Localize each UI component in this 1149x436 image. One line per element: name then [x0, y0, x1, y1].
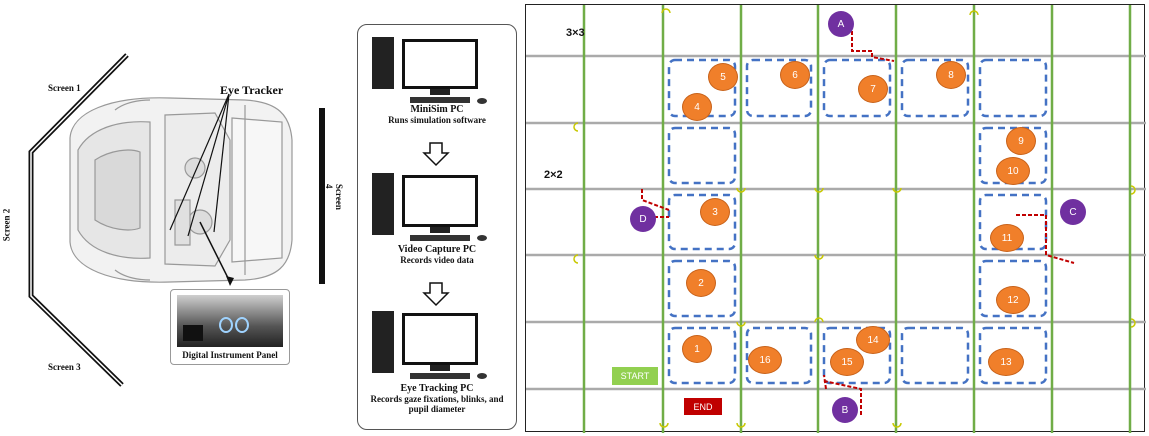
pc-3-title: Eye Tracking PC — [400, 383, 474, 394]
pc-drawings — [372, 37, 487, 379]
pc-1-caption: MiniSim PC Runs simulation software — [358, 104, 516, 126]
node-1[interactable]: 1 — [682, 335, 712, 363]
simulator-drawing — [28, 53, 325, 387]
node-14[interactable]: 14 — [856, 326, 890, 354]
computer-icon — [372, 173, 487, 241]
node-11[interactable]: 11 — [990, 224, 1024, 252]
point-a[interactable]: A — [828, 11, 854, 37]
node-8[interactable]: 8 — [936, 61, 966, 89]
down-arrow-icon — [422, 142, 450, 167]
point-b[interactable]: B — [832, 397, 858, 423]
instrument-panel-box: Digital Instrument Panel — [170, 289, 290, 365]
point-d[interactable]: D — [630, 206, 656, 232]
end-label: END — [684, 398, 722, 415]
node-6[interactable]: 6 — [780, 61, 810, 89]
pc-1-title: MiniSim PC — [410, 104, 464, 115]
down-arrow-icon — [422, 282, 450, 307]
pc-3-caption: Eye Tracking PC Records gaze fixations, … — [358, 383, 516, 415]
simulator-layout-panel: Screen 1 Screen 2 Screen 3 Screen 4 Eye … — [0, 0, 350, 436]
eye-tracker-label: Eye Tracker — [220, 83, 284, 97]
node-10[interactable]: 10 — [996, 157, 1030, 185]
node-3[interactable]: 3 — [700, 198, 730, 226]
u-turn-markers — [573, 8, 1136, 428]
node-15[interactable]: 15 — [830, 348, 864, 376]
computer-icon — [372, 311, 487, 379]
instrument-panel-label: Digital Instrument Panel — [182, 350, 278, 360]
route-map-panel: 3×3 2×2 5 4 6 7 8 9 10 3 11 2 12 14 1 16… — [525, 4, 1146, 433]
grid-2x2-label: 2×2 — [544, 169, 563, 181]
node-12[interactable]: 12 — [996, 286, 1030, 314]
screen-1-label: Screen 1 — [48, 83, 81, 93]
point-c[interactable]: C — [1060, 199, 1086, 225]
pc-2-caption: Video Capture PC Records video data — [358, 244, 516, 266]
screen-4-label: Screen 4 — [324, 184, 344, 210]
route-map-drawing — [526, 5, 1146, 433]
pc-1-desc: Runs simulation software — [388, 115, 486, 125]
car-icon — [69, 97, 293, 283]
pc-3-desc: Records gaze fixations, blinks, and pupi… — [370, 394, 504, 414]
grid-3x3-label: 3×3 — [566, 27, 585, 39]
node-5[interactable]: 5 — [708, 63, 738, 91]
pc-chain-panel: MiniSim PC Runs simulation software Vide… — [357, 24, 517, 430]
node-2[interactable]: 2 — [686, 269, 716, 297]
pc-2-desc: Records video data — [400, 255, 474, 265]
start-label: START — [612, 367, 658, 385]
node-7[interactable]: 7 — [858, 75, 888, 103]
screen-4-bar — [319, 108, 325, 284]
node-13[interactable]: 13 — [988, 348, 1024, 376]
instrument-panel-image — [177, 295, 283, 347]
screen-3-label: Screen 3 — [48, 362, 81, 372]
node-9[interactable]: 9 — [1006, 127, 1036, 155]
screen-2-label: Screen 2 — [1, 208, 12, 242]
node-16[interactable]: 16 — [748, 346, 782, 374]
node-4[interactable]: 4 — [682, 93, 712, 121]
computer-icon — [372, 37, 487, 104]
pc-2-title: Video Capture PC — [397, 244, 477, 255]
